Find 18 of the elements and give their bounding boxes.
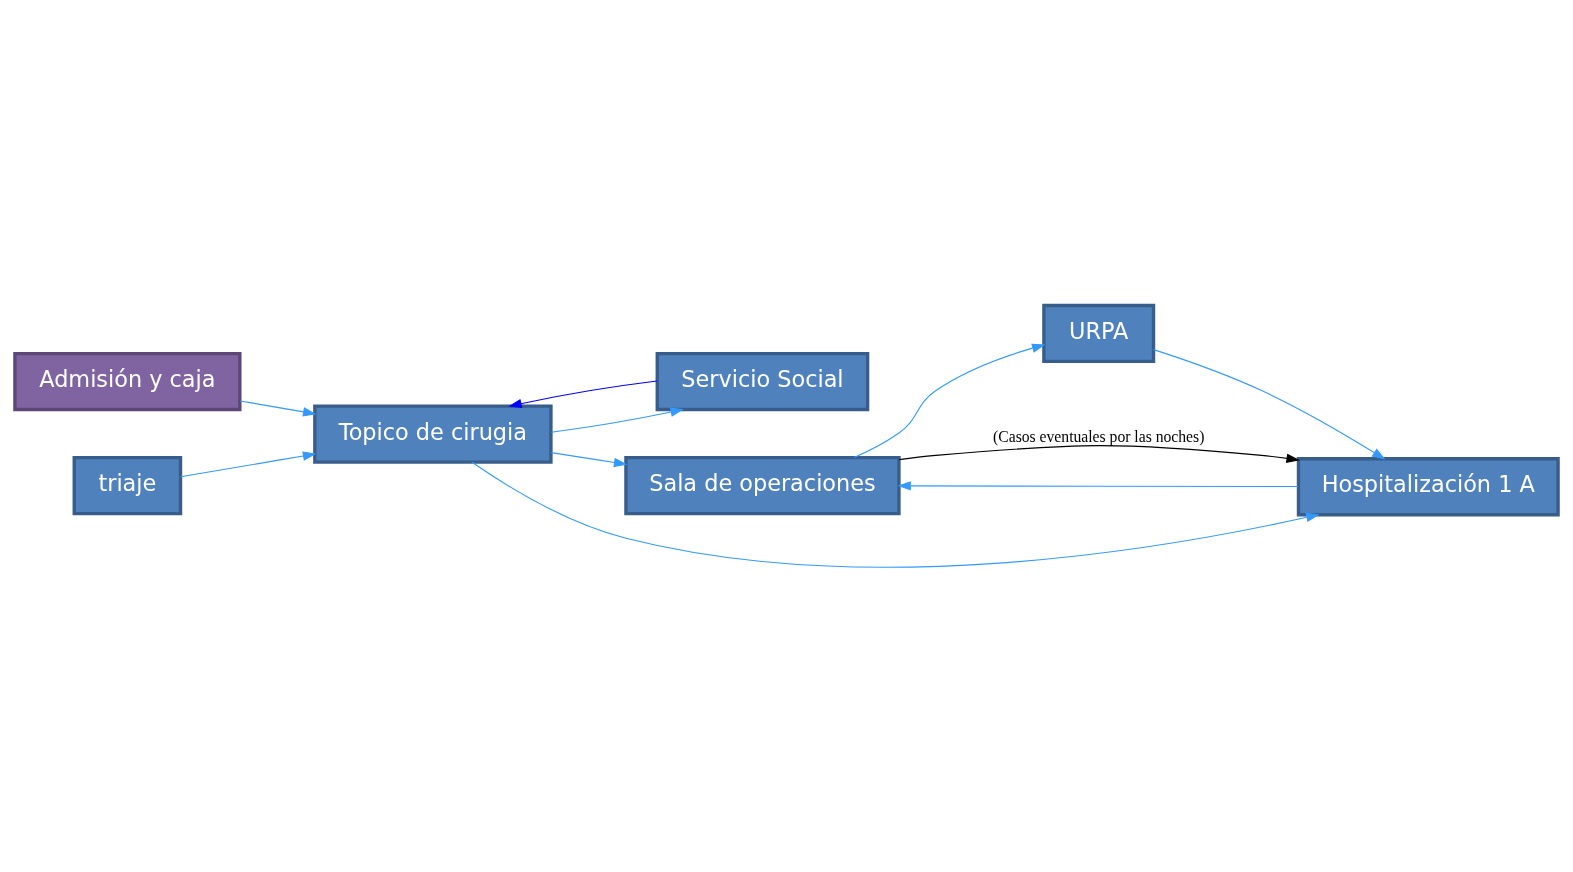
arrow <box>239 399 317 416</box>
arrow <box>1153 348 1386 460</box>
arrow <box>897 480 1299 491</box>
node-box: Sala de operaciones <box>624 455 901 515</box>
node-box: Servicio Social <box>655 351 870 411</box>
edge-label: (Casos eventuales por las noches) <box>993 427 1205 445</box>
arrow <box>550 407 684 433</box>
node-box: Hospitalización 1 A <box>1296 456 1560 516</box>
arrow <box>853 343 1046 458</box>
node-box: Admisión y caja <box>13 351 242 411</box>
arrow <box>180 450 317 477</box>
arrow <box>508 379 658 408</box>
arrow <box>550 451 628 467</box>
arrow <box>898 444 1300 463</box>
node-box: URPA <box>1042 303 1156 363</box>
arrow <box>471 461 1320 568</box>
node-box: triaje <box>72 455 183 515</box>
node-box: Topico de cirugia <box>313 404 553 464</box>
